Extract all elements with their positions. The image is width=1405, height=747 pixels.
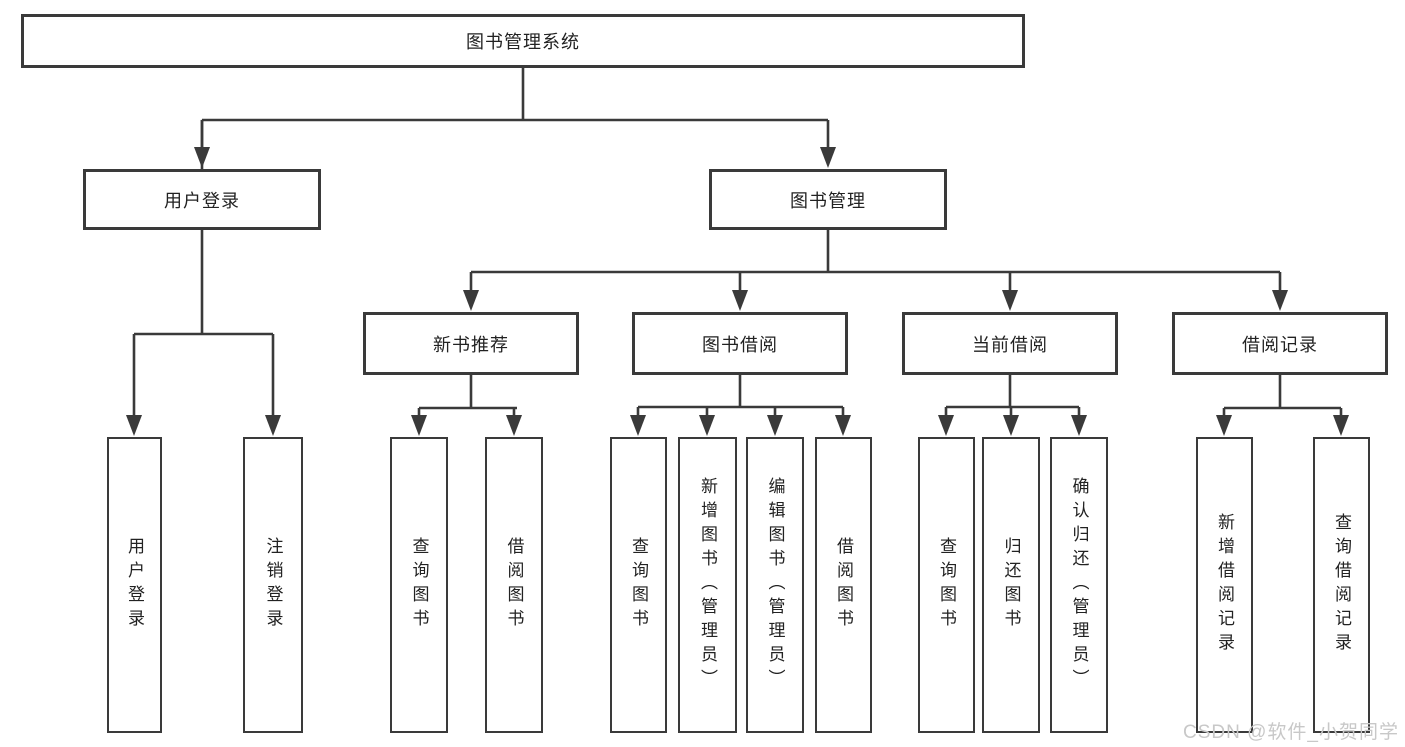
node-label: 当前借阅 [972, 334, 1048, 355]
node-borrowing-records: 借阅记录 [1172, 312, 1388, 375]
leaf-return-books: 归还图书 [982, 437, 1040, 733]
leaf-label: 借阅图书 [834, 537, 853, 633]
leaf-label: 用户登录 [125, 537, 144, 633]
watermark: CSDN @软件_小贺同学 [1183, 722, 1399, 743]
leaf-user-login: 用户登录 [107, 437, 162, 733]
leaf-add-borrow-record: 新增借阅记录 [1196, 437, 1253, 733]
leaf-logout: 注销登录 [243, 437, 303, 733]
leaf-confirm-return-admin: 确认归还（管理员） [1050, 437, 1108, 733]
node-label: 新书推荐 [433, 334, 509, 355]
leaf-query-books-current: 查询图书 [918, 437, 975, 733]
leaf-label: 借阅图书 [504, 537, 524, 633]
node-label: 图书借阅 [702, 334, 778, 355]
leaf-label: 查询图书 [629, 537, 648, 633]
node-current-borrowing: 当前借阅 [902, 312, 1118, 375]
leaf-edit-books-admin: 编辑图书（管理员） [746, 437, 804, 733]
leaf-add-books-admin: 新增图书（管理员） [678, 437, 737, 733]
node-label: 借阅记录 [1242, 334, 1318, 355]
node-library-management-system: 图书管理系统 [21, 14, 1025, 68]
arrowheads [126, 147, 1349, 436]
leaf-borrow-books: 借阅图书 [815, 437, 872, 733]
leaf-label: 确认归还（管理员） [1069, 477, 1089, 693]
leaf-query-books-newbook: 查询图书 [390, 437, 448, 733]
node-label: 图书管理 [790, 190, 866, 211]
leaf-borrow-books-newbook: 借阅图书 [485, 437, 543, 733]
leaf-query-books-borrowing: 查询图书 [610, 437, 667, 733]
node-book-management: 图书管理 [709, 169, 947, 230]
leaf-label: 查询借阅记录 [1332, 513, 1351, 657]
node-new-book-recommendation: 新书推荐 [363, 312, 579, 375]
leaf-label: 注销登录 [263, 537, 283, 633]
leaf-label: 查询图书 [409, 537, 429, 633]
node-label: 图书管理系统 [466, 32, 580, 52]
leaf-query-borrow-record: 查询借阅记录 [1313, 437, 1370, 733]
node-user-login: 用户登录 [83, 169, 321, 230]
node-label: 用户登录 [164, 190, 240, 211]
node-book-borrowing: 图书借阅 [632, 312, 848, 375]
leaf-label: 新增图书（管理员） [698, 477, 717, 693]
leaf-label: 编辑图书（管理员） [765, 477, 785, 693]
leaf-label: 归还图书 [1001, 537, 1021, 633]
leaf-label: 新增借阅记录 [1215, 513, 1234, 657]
leaf-label: 查询图书 [937, 537, 956, 633]
